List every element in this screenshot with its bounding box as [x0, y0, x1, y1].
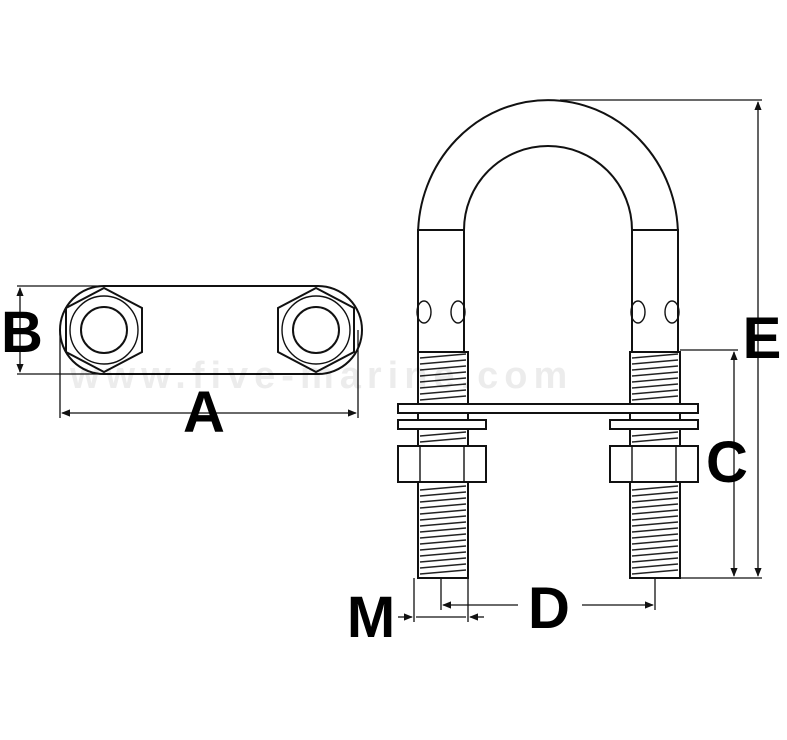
label-m: M [347, 585, 395, 650]
thread-line [419, 539, 467, 545]
thread-line [631, 371, 679, 377]
thread-line [631, 515, 679, 521]
thread-line [419, 485, 467, 491]
thread-line [631, 521, 679, 527]
dimension-e: E [560, 99, 782, 579]
thread-line [631, 389, 679, 395]
thread-line [419, 389, 467, 395]
u-bolt-side-view [397, 99, 699, 579]
dimension-a: A [59, 330, 359, 445]
backing-plate-top-view [59, 285, 363, 375]
thread-line [631, 431, 679, 437]
left-leg-shaft [417, 229, 465, 353]
thread-line [419, 533, 467, 539]
thread-line [631, 551, 679, 557]
thread-line [419, 437, 467, 443]
plate-right-nut [277, 286, 355, 374]
right-nut-side [609, 445, 699, 483]
dimension-m: M [347, 578, 484, 650]
thread-line [419, 491, 467, 497]
thread-line [631, 527, 679, 533]
thread-line [631, 491, 679, 497]
label-d: D [528, 576, 570, 641]
thread-line [631, 497, 679, 503]
thread-line [631, 533, 679, 539]
thread-line [419, 503, 467, 509]
thread-line [631, 503, 679, 509]
thread-line [419, 563, 467, 569]
thread-line [631, 353, 679, 359]
thread-line [419, 365, 467, 371]
right-washer [609, 419, 699, 430]
right-leg-shaft [631, 229, 679, 353]
label-b: B [1, 300, 43, 365]
thread-line [631, 563, 679, 569]
plate-left-nut [65, 286, 143, 374]
thread-line [631, 545, 679, 551]
thread-line [631, 377, 679, 383]
thread-line [419, 545, 467, 551]
dimension-c: C [680, 349, 748, 577]
thread-line [419, 371, 467, 377]
thread-line [419, 521, 467, 527]
thread-line [419, 515, 467, 521]
thread-line [419, 509, 467, 515]
right-thread-lines [631, 353, 679, 575]
dimension-d: D [440, 576, 656, 641]
label-c: C [706, 430, 748, 495]
thread-line [631, 557, 679, 563]
thread-line [631, 359, 679, 365]
mounting-plate-side [397, 403, 699, 414]
thread-line [631, 437, 679, 443]
thread-start-marks [416, 300, 680, 324]
thread-line [419, 569, 467, 575]
thread-line [631, 569, 679, 575]
thread-line [419, 359, 467, 365]
thread-line [419, 431, 467, 437]
thread-line [419, 383, 467, 389]
left-thread-lines [419, 353, 467, 575]
thread-line [419, 557, 467, 563]
thread-line [631, 485, 679, 491]
thread-line [419, 497, 467, 503]
label-a: A [183, 380, 225, 445]
thread-line [631, 509, 679, 515]
thread-line [631, 539, 679, 545]
thread-line [419, 551, 467, 557]
left-washer [397, 419, 487, 430]
left-nut-side [397, 445, 487, 483]
u-bend [417, 99, 679, 237]
thread-line [631, 365, 679, 371]
watermark-text: www.five-marine.com [69, 355, 573, 397]
thread-line [631, 383, 679, 389]
thread-line [631, 395, 679, 401]
thread-line [419, 353, 467, 359]
thread-line [419, 395, 467, 401]
thread-line [419, 377, 467, 383]
label-e: E [743, 306, 782, 371]
thread-line [419, 527, 467, 533]
